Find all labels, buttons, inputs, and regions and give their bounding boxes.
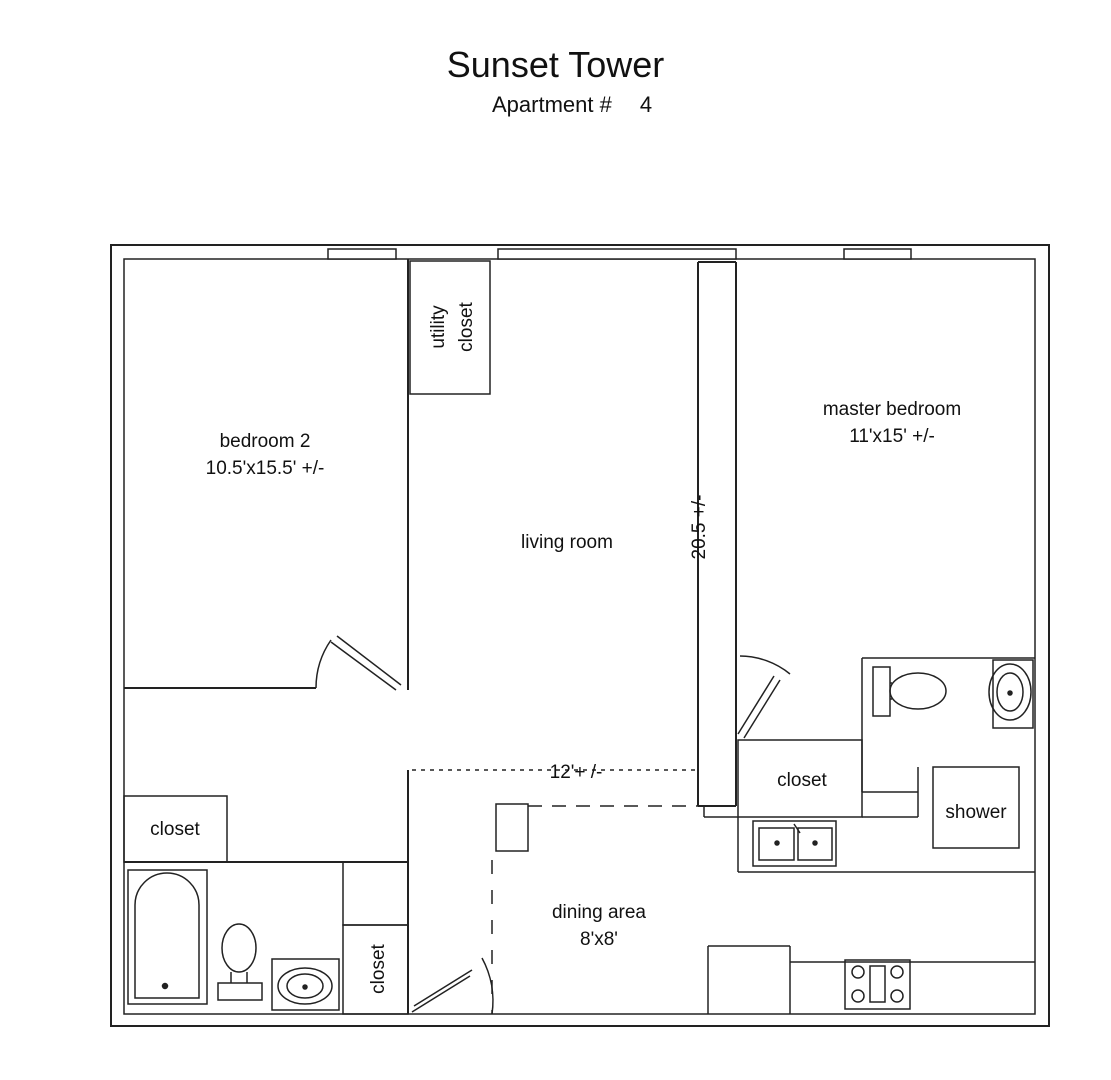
bedroom2-closet [123, 795, 228, 863]
shower-label: shower [945, 802, 1007, 823]
bedroom2-closet-label: closet [150, 819, 200, 840]
bath-closet [342, 924, 409, 1015]
inner-wall [123, 258, 1036, 1015]
shower-stall [932, 766, 1020, 849]
bathtub [127, 869, 208, 1005]
dining-post [495, 803, 529, 852]
master-closet-label: closet [777, 770, 827, 791]
dining-area-size: 8'x8' [580, 929, 618, 950]
toilet-master [872, 666, 947, 717]
master-door [737, 655, 791, 739]
bedroom2-size: 10.5'x15.5' +/- [206, 458, 325, 479]
dining-area-name: dining area [552, 902, 646, 923]
living-room-label: living room [521, 532, 613, 553]
master-bath-walls [703, 657, 1035, 873]
bedroom2-door [315, 635, 402, 691]
sink-master [988, 659, 1034, 729]
utility-closet-line1: utility [428, 305, 449, 349]
bath-closet-label: closet [368, 943, 389, 993]
sink-left [271, 958, 340, 1011]
building-title: Sunset Tower [446, 44, 665, 85]
windows [327, 248, 912, 260]
kitchen-sink [752, 820, 837, 867]
bedroom2-wall [124, 259, 409, 1014]
utility-closet-line2: closet [456, 301, 477, 351]
kitchen-counter [707, 945, 1035, 1014]
master-bedroom-size: 11'x15' +/- [849, 426, 935, 447]
stove [844, 959, 911, 1010]
plan-header: Sunset Tower Apartment # 4 [0, 0, 1111, 140]
bedroom2-name: bedroom 2 [220, 431, 311, 452]
master-bedroom-name: master bedroom [823, 399, 961, 420]
bath-cabinet [342, 861, 409, 926]
apartment-number: 4 [639, 92, 653, 117]
entry-door [411, 957, 494, 1015]
labels: bedroom 2 10.5'x15.5' +/- utility closet… [150, 301, 1007, 993]
living-width-dimension: 12'+ /- [550, 762, 603, 783]
toilet-left [217, 923, 263, 1001]
utility-closet [409, 260, 491, 395]
living-height-dimension: 20.5 +/- [689, 495, 710, 560]
apartment-number-line: Apartment # 4 [492, 92, 652, 118]
dimension-lines [412, 262, 699, 1014]
apartment-label: Apartment # [492, 92, 612, 117]
outer-wall [110, 244, 1050, 1027]
